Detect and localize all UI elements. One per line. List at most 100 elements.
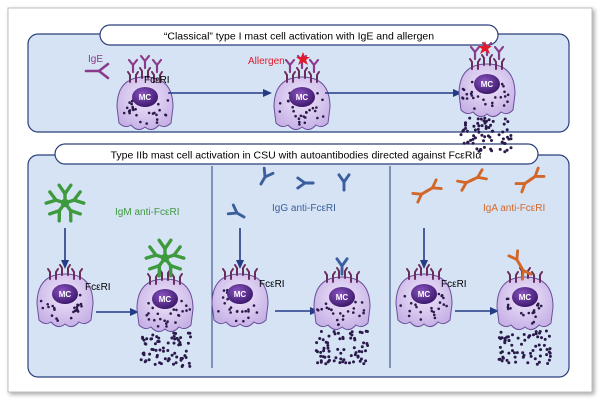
ige-bound-icon: [151, 58, 163, 74]
iga-dimer-icon: [514, 166, 546, 194]
fceri-receptor-icon: [430, 268, 442, 280]
allergen-icon-bound: [478, 41, 492, 54]
ige-bound-icon: [469, 45, 481, 61]
ige-bound-icon: [139, 54, 151, 70]
mast-cell-iga-degranulating: MC: [496, 267, 554, 366]
receptor-label-iga: FcεRI: [441, 279, 467, 290]
released-granules: [497, 329, 552, 366]
free-ige-antibody: [84, 62, 110, 80]
nucleus: [411, 284, 437, 304]
ige-bound-icon: [284, 58, 296, 74]
top-panel-title: “Classical” type I mast cell activation …: [164, 31, 434, 43]
receptor-label-igg: FcεRI: [259, 279, 285, 290]
released-granules: [139, 331, 192, 368]
granules: [145, 299, 192, 328]
cell-label: MC: [159, 295, 172, 304]
nucleus: [474, 74, 500, 94]
fceri-receptor-icon: [348, 271, 360, 283]
fceri-receptor-icon: [246, 268, 258, 280]
fceri-receptor-icon: [151, 58, 163, 83]
fceri-receptor-icon: [406, 268, 418, 280]
granules: [278, 91, 325, 126]
mast-cell-igg-degranulating: MC: [313, 267, 371, 366]
granules: [217, 288, 259, 323]
granules: [399, 292, 448, 321]
fceri-receptor-icon: [418, 264, 430, 276]
nucleus: [329, 287, 355, 307]
arrow-igm-right: [96, 308, 139, 316]
iga-label: IgA anti-FcεRI: [483, 203, 545, 214]
fceri-receptor-icon: [71, 268, 83, 280]
nucleus: [512, 287, 538, 307]
iga-dimers-free: [411, 166, 546, 204]
released-granules: [314, 329, 370, 366]
fceri-receptor-icon: [324, 271, 336, 283]
antibody-icon: [144, 245, 167, 260]
cell-label: MC: [296, 93, 309, 102]
granules: [39, 293, 83, 322]
mast-cell-igm-degranulating: MC: [136, 269, 194, 368]
arrow-iga-right: [455, 307, 499, 315]
cell-label: MC: [481, 80, 494, 89]
iga-dimer-icon: [456, 168, 488, 192]
iga-dimer-icon: [411, 178, 443, 204]
ige-label: IgE: [88, 54, 103, 65]
cell-label: MC: [519, 293, 532, 302]
nucleus: [52, 284, 78, 304]
fceri-receptor-icon: [469, 45, 481, 70]
mast-cell-iga-resting: MC: [395, 264, 453, 328]
antibody-icon: [337, 173, 351, 192]
igm-pentamer-bound: [144, 238, 186, 278]
allergen-icon: [296, 52, 310, 65]
nucleus: [289, 87, 315, 107]
released-granules: [459, 116, 513, 154]
arrow-igg-down: [236, 228, 244, 269]
top-panel-title-box: [99, 24, 499, 46]
fceri-receptor-icon: [222, 268, 234, 280]
fceri-receptor-icon: [47, 268, 59, 280]
fceri-receptor-icon: [234, 264, 246, 276]
fceri-receptor-icon: [147, 273, 159, 285]
iga-dimer-bound: [507, 249, 533, 281]
nucleus: [227, 284, 253, 304]
nucleus: [152, 289, 178, 309]
arrow-iga-down: [420, 228, 428, 269]
receptor-label-igm: FcεRI: [85, 282, 111, 293]
cell-label: MC: [234, 290, 247, 299]
antibody-icon: [44, 190, 67, 205]
igm-label: IgM anti-FcεRI: [115, 207, 179, 218]
cell-label: MC: [139, 93, 152, 102]
ige-bound-icon: [493, 45, 505, 61]
fceri-receptor-icon: [493, 45, 505, 70]
arrow-top-2: [325, 89, 462, 97]
granules: [505, 297, 543, 325]
nucleus: [132, 87, 158, 107]
antibody-icon: [226, 203, 246, 219]
arrow-igm-down: [61, 228, 69, 269]
antibody-icon: [335, 257, 349, 276]
ige-bound-icon: [308, 58, 320, 74]
cell-label: MC: [59, 290, 72, 299]
arrow-top-1: [168, 89, 272, 97]
fceri-receptor-icon: [139, 54, 151, 79]
bottom-panel-title-box: [54, 143, 539, 165]
granules: [316, 300, 366, 327]
igg-antibodies-free: [226, 166, 351, 219]
fceri-receptor-icon: [127, 58, 139, 83]
granules: [122, 99, 170, 125]
mast-cell-degranulating-top: MC: [458, 41, 516, 154]
cell-label: MC: [418, 290, 431, 299]
mast-cell-igg-resting: MC: [211, 264, 269, 328]
ige-bound-icon: [127, 58, 139, 74]
fceri-receptor-icon: [171, 273, 183, 285]
fceri-receptor-icon: [308, 58, 320, 83]
fceri-receptor-icon: [284, 58, 296, 83]
igm-pentamer-free: [44, 183, 86, 223]
mast-cell-igm-resting: MC: [36, 264, 94, 328]
fceri-receptor-icon: [336, 267, 348, 279]
igg-antibody-bound: [335, 257, 349, 276]
bottom-panel-title: Type IIb mast cell activation in CSU wit…: [111, 150, 482, 162]
iga-dimer-icon: [507, 249, 533, 281]
